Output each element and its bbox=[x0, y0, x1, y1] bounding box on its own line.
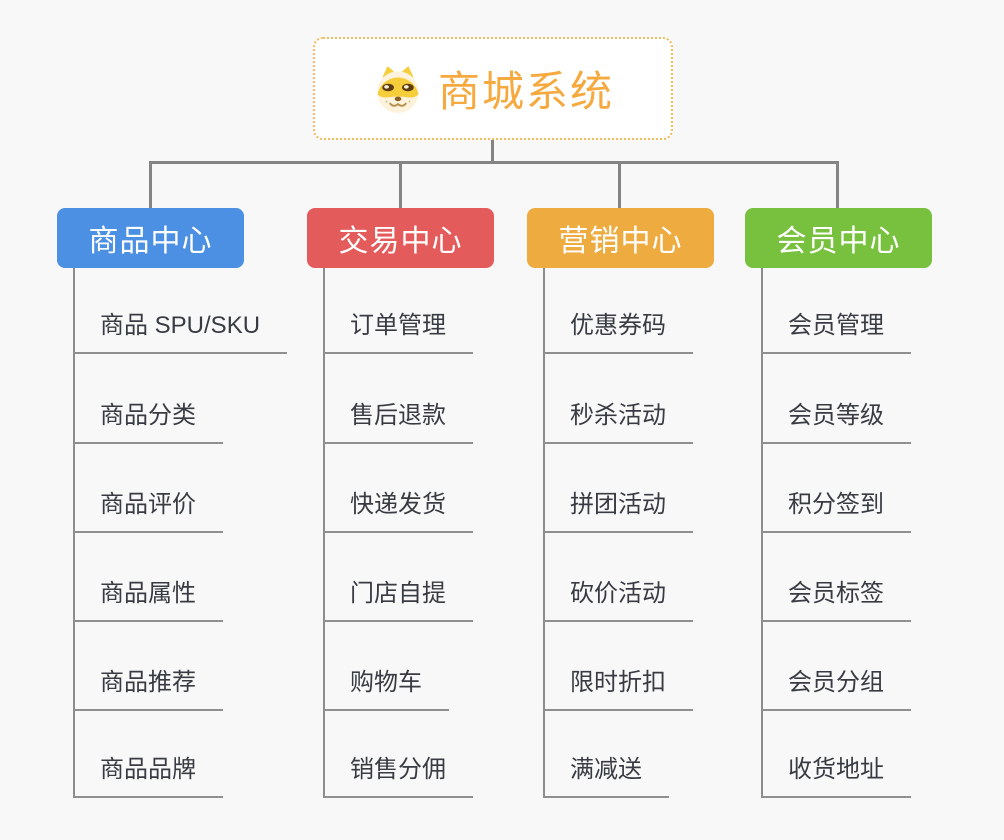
root-topic[interactable]: 商城系统 bbox=[313, 37, 673, 140]
topic-item[interactable]: 购物车 bbox=[323, 666, 449, 711]
connector-rail bbox=[761, 268, 763, 798]
doge-face-icon bbox=[377, 65, 419, 113]
connector-rail bbox=[73, 268, 75, 798]
branch-column-member: 会员中心 会员管理 会员等级 积分签到 会员标签 会员分组 收货地址 bbox=[745, 208, 1004, 808]
topic-item[interactable]: 秒杀活动 bbox=[543, 399, 693, 444]
topic-item[interactable]: 门店自提 bbox=[323, 577, 473, 622]
topic-item[interactable]: 拼团活动 bbox=[543, 488, 693, 533]
topic-item[interactable]: 砍价活动 bbox=[543, 577, 693, 622]
connector-rail bbox=[543, 268, 545, 798]
topic-item[interactable]: 会员管理 bbox=[761, 309, 911, 354]
topic-item[interactable]: 会员标签 bbox=[761, 577, 911, 622]
topic-item[interactable]: 积分签到 bbox=[761, 488, 911, 533]
topic-item[interactable]: 售后退款 bbox=[323, 399, 473, 444]
topic-item[interactable]: 商品分类 bbox=[73, 399, 223, 444]
connector-root-stub bbox=[491, 139, 494, 164]
connector-drop-trade bbox=[399, 161, 402, 209]
branch-marketing[interactable]: 营销中心 bbox=[527, 208, 714, 268]
connector-bus bbox=[149, 161, 839, 164]
connector-drop-marketing bbox=[618, 161, 621, 209]
branch-column-products: 商品中心 商品 SPU/SKU 商品分类 商品评价 商品属性 商品推荐 商品品牌 bbox=[57, 208, 317, 808]
connector-drop-member bbox=[836, 161, 839, 209]
topic-item[interactable]: 会员等级 bbox=[761, 399, 911, 444]
topic-item[interactable]: 快递发货 bbox=[323, 488, 473, 533]
topic-item[interactable]: 限时折扣 bbox=[543, 666, 693, 711]
topic-item[interactable]: 商品品牌 bbox=[73, 753, 223, 798]
topic-item[interactable]: 销售分佣 bbox=[323, 753, 473, 798]
topic-item[interactable]: 优惠券码 bbox=[543, 309, 693, 354]
topic-item[interactable]: 商品推荐 bbox=[73, 666, 223, 711]
topic-item[interactable]: 订单管理 bbox=[323, 309, 473, 354]
branch-member[interactable]: 会员中心 bbox=[745, 208, 932, 268]
branch-products[interactable]: 商品中心 bbox=[57, 208, 244, 268]
topic-item[interactable]: 满减送 bbox=[543, 753, 669, 798]
branch-column-marketing: 营销中心 优惠券码 秒杀活动 拼团活动 砍价活动 限时折扣 满减送 bbox=[527, 208, 787, 808]
topic-item[interactable]: 商品属性 bbox=[73, 577, 223, 622]
branch-trade[interactable]: 交易中心 bbox=[307, 208, 494, 268]
topic-item[interactable]: 商品评价 bbox=[73, 488, 223, 533]
topic-item[interactable]: 商品 SPU/SKU bbox=[73, 309, 288, 354]
connector-drop-products bbox=[149, 161, 152, 209]
topic-item[interactable]: 收货地址 bbox=[761, 753, 911, 798]
connector-rail bbox=[323, 268, 325, 798]
root-topic-label: 商城系统 bbox=[437, 68, 614, 115]
branch-column-trade: 交易中心 订单管理 售后退款 快递发货 门店自提 购物车 销售分佣 bbox=[307, 208, 567, 808]
topic-item[interactable]: 会员分组 bbox=[761, 666, 911, 711]
